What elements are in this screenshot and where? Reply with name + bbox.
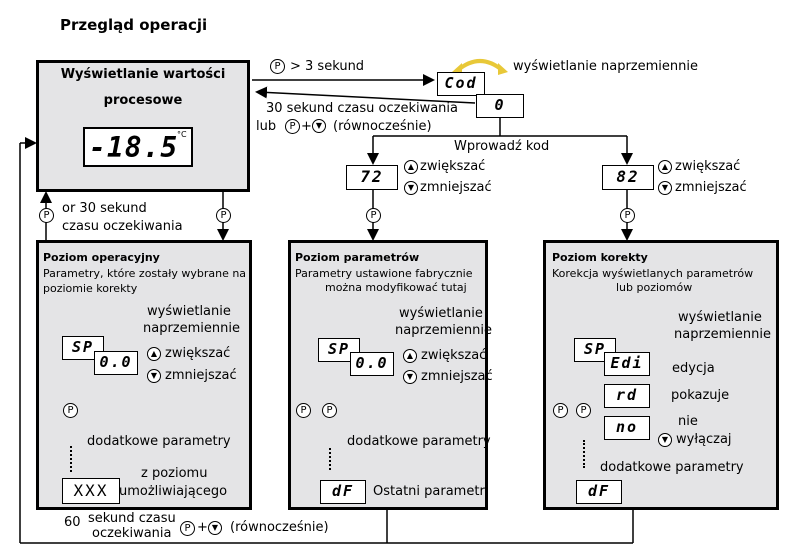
simultaneous-label: (równocześnie) <box>333 119 432 134</box>
increase-label: zwiększać <box>165 346 231 361</box>
p-key-icon: P <box>270 59 285 74</box>
p-key-icon: P <box>576 403 591 418</box>
p-key-icon: P <box>285 119 300 134</box>
down-key-icon: ▼ <box>404 181 418 195</box>
left-timeout-label-2: czasu oczekiwania <box>62 219 183 234</box>
down-key-icon: ▼ <box>403 370 417 384</box>
alternate-label-2: naprzemiennie <box>395 323 492 338</box>
from-level-label-1: z poziomu <box>141 466 208 481</box>
page-title: Przegląd operacji <box>60 16 208 34</box>
df-display: dF <box>320 480 366 504</box>
alternate-label-2: naprzemiennie <box>674 327 771 342</box>
alternate-label-1: wyświetlanie <box>678 310 762 325</box>
correction-desc-1: Korekcja wyświetlanych parametrów <box>552 267 754 280</box>
operational-desc-1: Parametry, które zostały wybrane na <box>43 267 247 280</box>
process-display-value: -18.5 <box>89 131 179 164</box>
p-key-icon: P <box>180 521 195 536</box>
p-key-icon: P <box>366 208 381 223</box>
more-params-label: dodatkowe parametry <box>600 460 744 475</box>
from-level-label-2: umożliwiającego <box>119 484 228 499</box>
p-key-icon: P <box>39 208 54 223</box>
rd-display: rd <box>604 384 650 408</box>
operational-level-panel: Poziom operacyjny Parametry, które zosta… <box>36 240 252 510</box>
plus-sign: + <box>301 119 312 134</box>
up-key-icon: ▲ <box>403 349 417 363</box>
timeout-label: 30 sekund czasu oczekiwania <box>266 101 458 116</box>
show-label: pokazuje <box>671 388 730 403</box>
edi-display: Edi <box>604 352 650 376</box>
parameters-desc-2: można modyfikować tutaj <box>325 281 467 294</box>
plus-sign: + <box>197 520 208 535</box>
down-key-icon: ▼ <box>658 433 672 447</box>
hold-duration-label: > 3 sekund <box>290 59 365 74</box>
process-value-title-1: Wyświetlanie wartości <box>60 67 226 82</box>
or-label: lub <box>256 119 277 134</box>
process-display-unit: °C <box>177 130 187 139</box>
alternate-label-1: wyświetlanie <box>147 304 231 319</box>
p-key-icon: P <box>216 208 231 223</box>
alternate-label-top: wyświetlanie naprzemiennie <box>513 59 698 74</box>
correction-heading: Poziom korekty <box>552 251 648 264</box>
decrease-label: zmniejszać <box>165 368 237 383</box>
process-display: -18.5 °C <box>83 127 193 167</box>
increase-label: zwiększać <box>675 159 741 174</box>
enter-code-label: Wprowadź kod <box>454 139 550 154</box>
down-key-icon: ▼ <box>147 369 161 383</box>
code-72-display: 72 <box>346 165 398 190</box>
operational-desc-2: poziomie korekty <box>43 282 138 295</box>
p-key-icon: P <box>322 403 337 418</box>
bottom-timeout-60: 60 <box>64 515 81 530</box>
setpoint-value-display: 0.0 <box>350 352 394 376</box>
more-params-dots <box>70 446 72 472</box>
more-params-label: dodatkowe parametry <box>87 434 231 449</box>
up-key-icon: ▲ <box>658 160 672 174</box>
down-key-icon: ▼ <box>208 521 222 535</box>
process-value-box: Wyświetlanie wartości procesowe -18.5 °C <box>36 60 250 192</box>
p-key-icon: P <box>63 403 78 418</box>
decrease-label: zmniejszać <box>421 369 493 384</box>
p-key-icon: P <box>296 403 311 418</box>
alternate-label-1: wyświetlanie <box>399 306 483 321</box>
not-label: nie <box>678 414 698 429</box>
more-params-dots <box>583 440 585 468</box>
last-param-label: Ostatni parametr <box>373 484 485 499</box>
increase-label: zwiększać <box>420 159 486 174</box>
parameters-heading: Poziom parametrów <box>295 251 420 264</box>
p-key-icon: P <box>553 403 568 418</box>
bottom-simultaneous-label: (równocześnie) <box>230 520 329 535</box>
up-key-icon: ▲ <box>147 347 161 361</box>
down-key-icon: ▼ <box>312 119 326 133</box>
down-key-icon: ▼ <box>658 181 672 195</box>
process-value-title-2: procesowe <box>103 93 183 108</box>
setpoint-value-display: 0.0 <box>94 351 138 375</box>
bottom-timeout-label-2: oczekiwania <box>92 526 172 541</box>
df-display: dF <box>576 480 622 504</box>
more-params-label: dodatkowe parametry <box>347 434 491 449</box>
alternate-label-2: naprzemiennie <box>143 321 240 336</box>
bottom-timeout-label-1: sekund czasu <box>88 511 176 526</box>
p-key-icon: P <box>620 208 635 223</box>
xxx-display: XXX <box>62 478 120 504</box>
cod-display: Cod <box>437 72 485 96</box>
parameters-desc-1: Parametry ustawione fabrycznie <box>295 267 473 280</box>
operational-heading: Poziom operacyjny <box>43 251 160 264</box>
decrease-label: zmniejszać <box>675 180 747 195</box>
left-timeout-label-1: or 30 sekund <box>62 201 147 216</box>
decrease-label: zmniejszać <box>420 180 492 195</box>
increase-label: zwiększać <box>421 348 487 363</box>
more-params-dots <box>329 448 331 470</box>
code-82-display: 82 <box>602 165 654 190</box>
off-label: wyłączaj <box>676 432 732 447</box>
correction-desc-2: lub poziomów <box>616 281 693 294</box>
correction-level-panel: Poziom korekty Korekcja wyświetlanych pa… <box>543 240 779 510</box>
no-display: no <box>604 416 650 440</box>
zero-display: 0 <box>476 94 524 118</box>
up-key-icon: ▲ <box>404 160 418 174</box>
edit-label: edycja <box>672 361 715 376</box>
